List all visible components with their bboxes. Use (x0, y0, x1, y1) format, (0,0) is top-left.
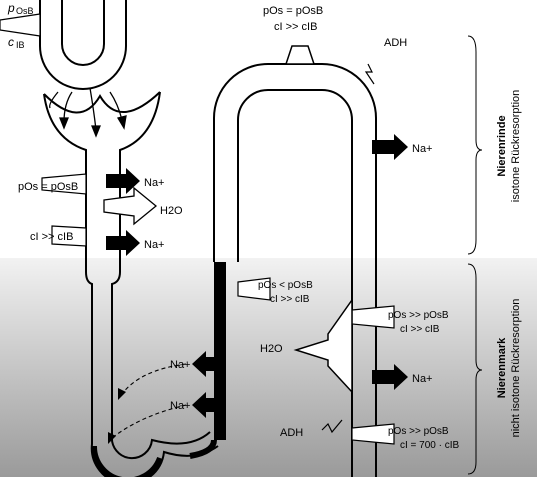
label-right1-c: cI >> cIB (400, 324, 440, 335)
label-na-left-1: Na+ (144, 177, 165, 189)
dashed-arrow-2 (111, 404, 187, 439)
na-arrow-right-top (372, 134, 408, 160)
tab-left-2 (51, 225, 87, 247)
region-medulla-subtitle: nicht isotone Rückresorption (510, 299, 522, 438)
bowman-capsule-outer (43, 91, 161, 154)
h2o-arrow-medulla (293, 297, 353, 394)
na-arrow-left-1 (106, 168, 140, 194)
label-na-loop-1: Na+ (170, 359, 191, 371)
label-right2-c: cI = 700 · cIB (400, 440, 460, 451)
region-medulla-title: Nierenmark (496, 337, 508, 398)
capillary-loop-outer (39, 0, 127, 90)
label-right2-p: pOs >> pOsB (388, 426, 449, 437)
adh-lightning-bottom (321, 419, 343, 434)
loop-thick-band (90, 445, 163, 477)
label-right1-p: pOs >> pOsB (388, 310, 449, 321)
label-top-left-p: p (7, 1, 15, 15)
label-h2o-medulla: H2O (260, 343, 283, 355)
label-asc-c: cI >> cIB (270, 294, 310, 305)
label-top-left-c-sub: IB (16, 40, 25, 50)
label-asc-lt: pOs < pOsB (258, 280, 313, 291)
label-top-left-p-sub: OsB (16, 6, 34, 16)
label-na-loop-2: Na+ (170, 400, 191, 412)
label-top-left-c: c (8, 35, 14, 49)
cortex-brace (467, 35, 483, 255)
label-adh-bottom: ADH (280, 427, 303, 439)
na-arrow-left-2 (106, 230, 140, 256)
dashed-arrowhead-1 (118, 388, 126, 400)
descending-limb-outer (85, 154, 219, 477)
medulla-brace (467, 263, 483, 475)
adh-lightning-top (364, 63, 375, 85)
label-na-left-2: Na+ (144, 239, 165, 251)
label-h2o-left: H2O (160, 205, 183, 217)
label-left-c: cI >> cIB (30, 231, 73, 243)
na-arrow-loop-2 (192, 392, 226, 418)
dashed-arrow-1 (121, 363, 187, 395)
tab-left-1 (41, 173, 87, 195)
filtration-arrows (49, 87, 127, 138)
capillary-loop-inner (61, 0, 105, 66)
tab-right-2 (351, 423, 395, 445)
h2o-arrow-left (103, 186, 158, 226)
na-arrow-right-mid (372, 364, 408, 390)
descending-limb-inner (110, 154, 211, 460)
ascending-bend (189, 439, 217, 459)
label-left-eq: pOs = pOsB (18, 181, 78, 193)
distal-tubule-inner (237, 89, 353, 477)
region-cortex-subtitle: isotone Rückresorption (510, 90, 522, 203)
dashed-arrowhead-2 (108, 432, 116, 444)
label-top-center-c: cI >> cIB (274, 21, 317, 33)
region-cortex-title: Nierenrinde (496, 115, 508, 176)
label-na-right-mid: Na+ (412, 373, 433, 385)
label-adh-top: ADH (384, 37, 407, 49)
na-arrow-loop-1 (192, 351, 226, 377)
tab-top-left (0, 13, 41, 37)
cortex-background (0, 0, 537, 258)
tab-ascending (237, 277, 271, 301)
adh-valve-top (284, 45, 316, 65)
label-na-right-top: Na+ (412, 143, 433, 155)
label-top-center-eq: pOs = pOsB (263, 5, 323, 17)
ascending-thick-limb (214, 262, 226, 440)
